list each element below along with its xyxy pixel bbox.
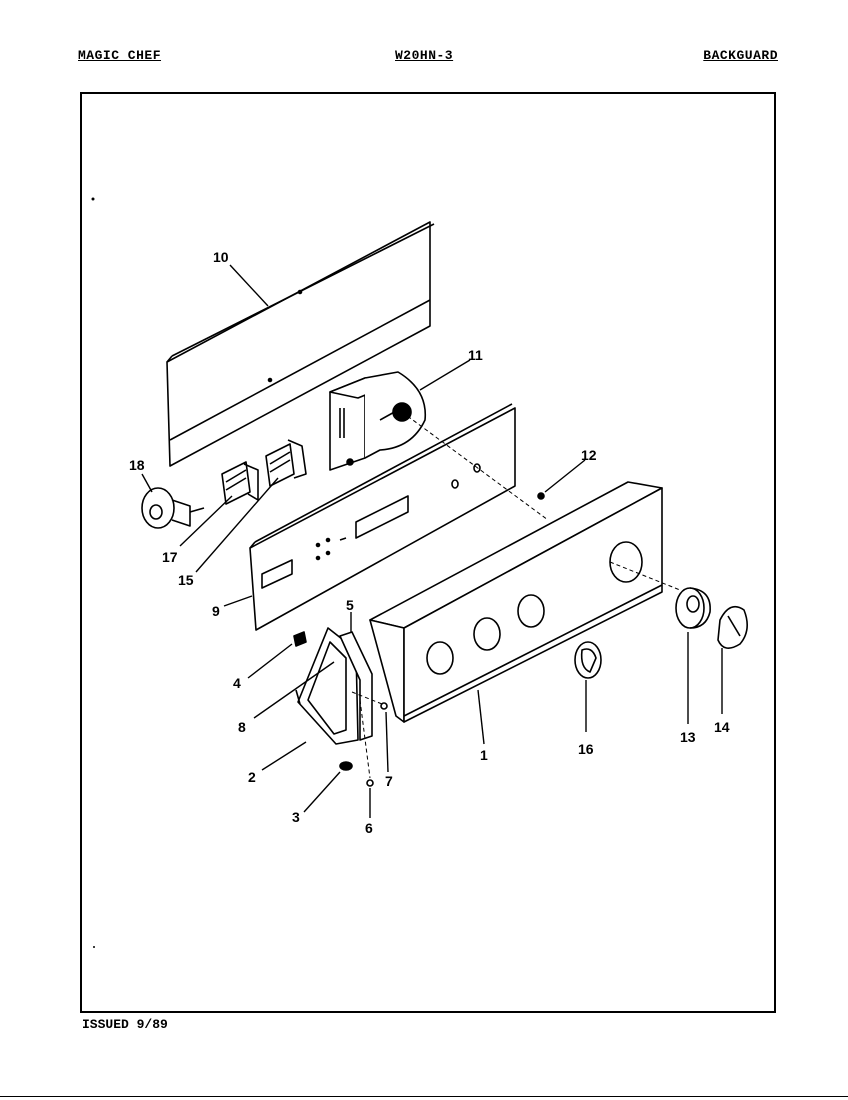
fastener-part-12 [537,492,545,500]
timer-part-11 [329,371,427,471]
alignment-line [609,561,681,591]
leader-line [477,689,485,745]
header-model: W20HN-3 [395,48,454,63]
callout-17: 17 [162,549,178,565]
speck-dot [91,197,95,201]
selector-switch-part-18 [141,487,205,529]
callout-11: 11 [468,347,483,363]
control-panel-part-9 [249,403,516,631]
callout-7: 7 [385,773,393,789]
switch-part-17 [221,461,259,505]
alignment-line [359,699,371,779]
leader-line [179,495,233,547]
bracket-part-8 [295,627,359,745]
header-section: BACKGUARD [703,48,778,63]
console-part-1 [369,481,663,723]
knob-skirt-part-13 [675,587,711,629]
callout-1: 1 [480,747,488,763]
callout-13: 13 [680,729,696,745]
leader-line [223,595,253,607]
screw-part-6 [366,779,374,787]
trim-strip-part-5 [339,631,373,741]
callout-6: 6 [365,820,373,836]
callout-9: 9 [212,603,220,619]
issued-date: ISSUED 9/89 [82,1017,168,1032]
switch-part-15 [265,439,307,487]
leader-line [385,711,389,773]
diagram-frame [80,92,776,1013]
alignment-line [401,411,549,521]
leader-line [229,264,269,307]
callout-16: 16 [578,741,594,757]
callout-8: 8 [238,719,246,735]
header-brand: MAGIC CHEF [78,48,162,63]
knob-part-14 [717,605,748,649]
leader-line [303,771,341,813]
clip-part-4 [293,631,307,647]
rear-panel-part-10 [166,221,435,467]
leader-line [195,477,279,573]
knob-part-16 [574,641,602,679]
callout-2: 2 [248,769,256,785]
leader-line [544,459,586,493]
callout-5: 5 [346,597,354,613]
callout-4: 4 [233,675,241,691]
callout-12: 12 [581,447,597,463]
screw-part-7 [380,702,388,710]
leader-line [141,473,153,493]
callout-10: 10 [213,249,229,265]
leader-line [419,359,471,391]
leader-line [261,741,307,771]
leader-line [253,661,335,719]
clip-part-3 [339,761,353,771]
callout-18: 18 [129,457,145,473]
callout-3: 3 [292,809,300,825]
callout-14: 14 [714,719,730,735]
leader-line [247,643,293,679]
alignment-line [351,691,383,705]
callout-15: 15 [178,572,194,588]
speck-dot [93,946,95,948]
bottom-rule [0,1096,848,1097]
